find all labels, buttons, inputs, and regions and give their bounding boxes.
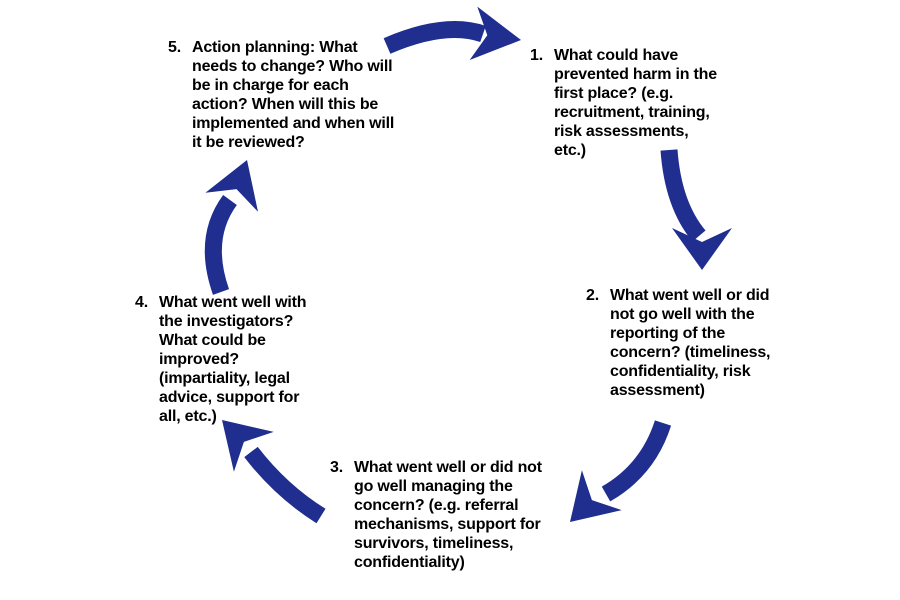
step-3: 3. What went well or did not go well man… bbox=[330, 458, 542, 572]
step-3-text: What went well or did not go well managi… bbox=[354, 459, 542, 571]
arrow-step4-to-step5 bbox=[204, 160, 258, 295]
step-2-number: 2. bbox=[586, 287, 599, 304]
arrow-body bbox=[660, 149, 706, 242]
step-1-text: What could have prevented harm in the fi… bbox=[554, 47, 717, 159]
step-4-text: What went well with the investigators? W… bbox=[159, 294, 307, 425]
step-4: 4. What went well with the investigators… bbox=[135, 293, 307, 426]
step-2-text: What went well or did not go well with t… bbox=[610, 287, 771, 399]
arrow-head-icon bbox=[469, 6, 521, 61]
step-1-number: 1. bbox=[530, 47, 543, 64]
arrow-head-icon bbox=[205, 160, 258, 212]
arrow-step3-to-step4 bbox=[222, 420, 326, 524]
arrow-body bbox=[244, 446, 326, 524]
step-5: 5. Action planning: What needs to change… bbox=[168, 38, 394, 152]
step-5-text: Action planning: What needs to change? W… bbox=[192, 39, 395, 151]
arrow-step5-to-step1 bbox=[383, 6, 521, 61]
arrow-step2-to-step3 bbox=[570, 420, 672, 522]
step-5-number: 5. bbox=[168, 39, 181, 56]
arrow-head-icon bbox=[222, 420, 274, 472]
arrow-body bbox=[204, 194, 238, 295]
arrow-head-icon bbox=[570, 470, 622, 522]
step-4-number: 4. bbox=[135, 294, 148, 311]
step-1: 1. What could have prevented harm in the… bbox=[530, 46, 717, 160]
arrow-body bbox=[601, 420, 672, 502]
arrow-head-icon bbox=[672, 228, 732, 270]
arrow-body bbox=[383, 21, 486, 54]
step-2: 2. What went well or did not go well wit… bbox=[586, 286, 770, 400]
arrow-step1-to-step2 bbox=[660, 149, 732, 270]
step-3-number: 3. bbox=[330, 459, 343, 476]
